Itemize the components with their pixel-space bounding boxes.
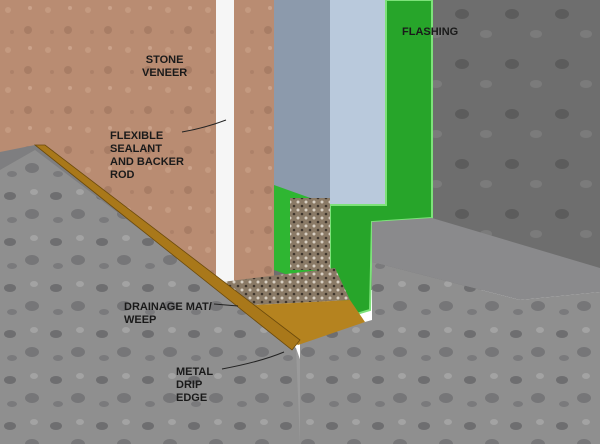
leader-drip (221, 351, 285, 370)
label-drip-edge: METAL DRIP EDGE (176, 366, 214, 404)
drainage-mat (222, 268, 350, 306)
leader-sealant (181, 119, 227, 133)
label-flashing: FLASHING (402, 26, 459, 38)
sealant-gap (216, 0, 234, 290)
leader-drainage (213, 303, 239, 307)
label-stone-veneer: STONE VENEER (142, 54, 188, 79)
stone-veneer-edge (234, 0, 274, 290)
foundation-side (0, 190, 330, 444)
concrete-slab (300, 320, 600, 444)
concrete-step-top (372, 218, 600, 300)
flashing (329, 0, 433, 318)
drip-tray (234, 300, 365, 345)
metal-drip-edge (33, 144, 301, 351)
sheathing-board (274, 0, 330, 205)
insulation-board (330, 0, 386, 205)
label-drainage: DRAINAGE MAT/ WEEP (124, 301, 212, 326)
drainage-block (290, 198, 330, 270)
label-sealant: FLEXIBLE SEALANT AND BACKER ROD (110, 130, 184, 181)
